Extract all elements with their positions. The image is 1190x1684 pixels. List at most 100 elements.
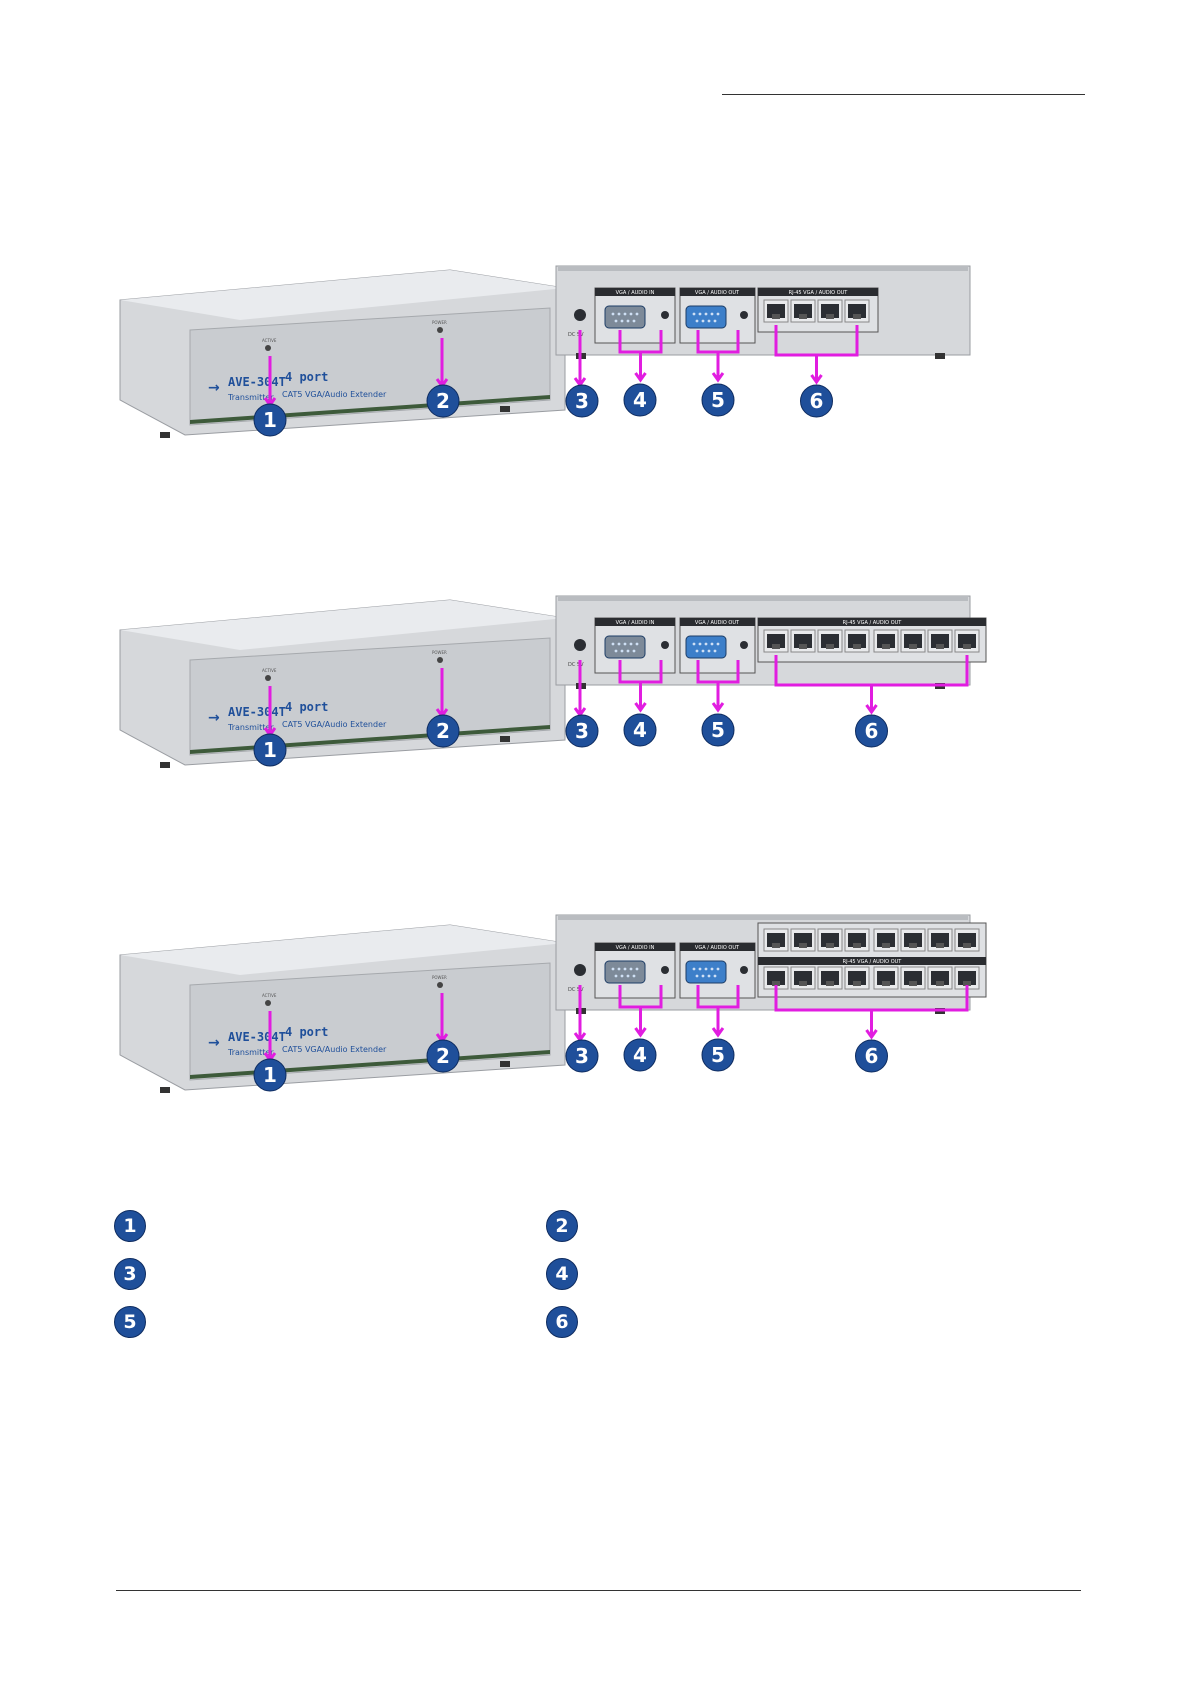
rj45-port-socket xyxy=(904,971,922,985)
rj45-port-latch xyxy=(772,314,780,319)
rj45-port-latch xyxy=(826,314,834,319)
rear-foot xyxy=(935,353,945,359)
vga-pin xyxy=(635,642,639,646)
vga-pin xyxy=(716,642,720,646)
vga-pin xyxy=(635,967,639,971)
vga-pin xyxy=(629,312,633,316)
callout-arrowhead xyxy=(865,704,878,715)
callout-badge-circle xyxy=(253,733,287,767)
audio-out-jack xyxy=(740,966,748,974)
rj45-port-latch xyxy=(909,943,917,948)
rj45-port-socket xyxy=(848,971,866,985)
legend-item-3: 3 xyxy=(114,1258,514,1292)
rj45-port-latch xyxy=(826,943,834,948)
vga-out-label: VGA / AUDIO OUT xyxy=(695,620,740,626)
vga-pin xyxy=(614,974,618,978)
callout-badge-6: 6 xyxy=(855,714,888,748)
brand-logo: → xyxy=(208,380,220,396)
power-led xyxy=(437,657,443,663)
dc-label: DC 5V xyxy=(568,987,584,993)
rj45-port xyxy=(954,928,980,952)
ports-label: 4 port xyxy=(285,1025,328,1039)
brand-logo: → xyxy=(208,710,220,726)
rj45-port-socket xyxy=(958,634,976,648)
vga-pin xyxy=(620,649,624,653)
callout-badge-1: 1 xyxy=(253,733,287,767)
vga-pin xyxy=(620,974,624,978)
rj45-port-socket xyxy=(794,634,812,648)
rj45-port-socket xyxy=(904,933,922,947)
vga-out-header xyxy=(680,943,755,951)
vga-pin xyxy=(710,312,714,316)
callout-badge-2: 2 xyxy=(426,1039,460,1073)
rj45-header xyxy=(758,288,878,296)
chassis-top xyxy=(120,925,565,975)
model-label: AVE-304T xyxy=(228,375,286,389)
rj45-label: RJ-45 VGA / AUDIO OUT xyxy=(789,290,849,296)
vga-in-label: VGA / AUDIO IN xyxy=(616,290,655,296)
callout-badge-number: 6 xyxy=(810,389,824,413)
rj45-port-socket xyxy=(931,971,949,985)
callout-badge-number: 4 xyxy=(633,388,647,412)
legend-badge: 3 xyxy=(114,1258,146,1290)
led-label-power: POWER xyxy=(432,320,447,325)
dc-jack xyxy=(574,309,586,321)
callout-badge-number: 2 xyxy=(436,719,450,743)
power-led xyxy=(437,982,443,988)
rj45-port xyxy=(817,966,843,990)
callout-badge-circle xyxy=(623,383,657,417)
callout-badge-circle xyxy=(623,713,657,747)
vga-pin xyxy=(626,319,630,323)
audio-in-jack xyxy=(661,966,669,974)
callout-arrowhead xyxy=(634,1027,647,1038)
rj45-port-socket xyxy=(767,634,785,648)
callout-badge-circle xyxy=(701,713,735,747)
vga-pin xyxy=(704,312,708,316)
rj45-port-socket xyxy=(794,971,812,985)
legend-item-1: 1 xyxy=(114,1210,514,1244)
rj45-port xyxy=(927,928,953,952)
legend-badge: 5 xyxy=(114,1306,146,1338)
callout-arrowhead xyxy=(865,1029,878,1040)
vga-pin xyxy=(617,312,621,316)
audio-out-jack xyxy=(740,641,748,649)
rj45-port xyxy=(954,966,980,990)
rj45-port-latch xyxy=(936,943,944,948)
legend-badge: 2 xyxy=(546,1210,578,1242)
rj45-port xyxy=(790,299,816,323)
legend-badge: 4 xyxy=(546,1258,578,1290)
vga-out-connector xyxy=(685,960,727,984)
model-label: AVE-304T xyxy=(228,1030,286,1044)
rj45-label: RJ-45 VGA / AUDIO OUT xyxy=(843,620,903,626)
active-led xyxy=(265,1000,271,1006)
callout-badge-circle xyxy=(701,1038,735,1072)
vga-pin xyxy=(704,642,708,646)
vga-pin xyxy=(629,642,633,646)
callout-arrowhead xyxy=(634,702,647,713)
rj45-port xyxy=(817,629,843,653)
rj45-port-latch xyxy=(936,644,944,649)
rear-chassis-lip xyxy=(558,266,968,271)
rj45-port-latch xyxy=(963,943,971,948)
rj45-port xyxy=(763,928,789,952)
callout-badge-number: 6 xyxy=(865,1044,879,1068)
rj45-port xyxy=(790,928,816,952)
rj45-port xyxy=(873,966,899,990)
rj45-port xyxy=(844,966,870,990)
callout-badge-number: 4 xyxy=(633,718,647,742)
led-label-active: ACTIVE xyxy=(262,993,277,998)
chassis-foot xyxy=(500,736,510,742)
rj45-port-latch xyxy=(772,644,780,649)
rj45-port-socket xyxy=(767,304,785,318)
brand-logo: → xyxy=(208,1035,220,1051)
rj45-port-socket xyxy=(794,304,812,318)
front-panel xyxy=(189,962,551,1081)
rj45-port-latch xyxy=(909,644,917,649)
subtitle-right: CAT5 VGA/Audio Extender xyxy=(282,1045,387,1054)
vga-pin xyxy=(626,649,630,653)
vga-pin xyxy=(632,649,636,653)
callout-arrowhead xyxy=(810,374,823,385)
callout-badge-number: 6 xyxy=(865,719,879,743)
